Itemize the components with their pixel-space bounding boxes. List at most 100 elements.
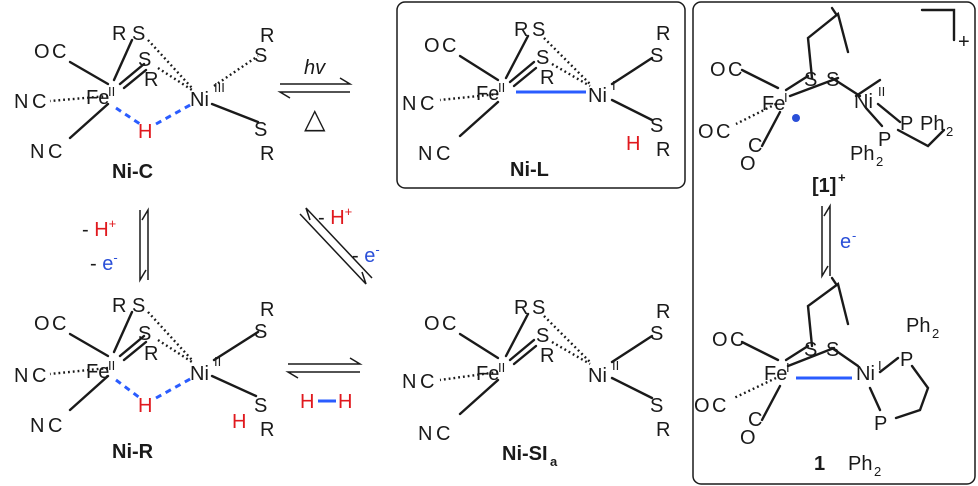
svg-text:O: O <box>710 59 726 81</box>
svg-text:O: O <box>712 329 728 351</box>
svg-text:2: 2 <box>932 326 939 341</box>
svg-text:P: P <box>900 113 913 135</box>
svg-text:R: R <box>656 139 670 161</box>
svg-text:O: O <box>34 313 50 335</box>
svg-text:C: C <box>442 313 456 335</box>
svg-text:R: R <box>656 419 670 441</box>
svg-text:II: II <box>612 358 619 373</box>
svg-text:N: N <box>418 423 432 445</box>
svg-text:N: N <box>14 91 28 113</box>
svg-text:III: III <box>214 80 225 95</box>
svg-text:Ni-L: Ni-L <box>510 159 549 181</box>
svg-text:[1]: [1] <box>812 175 836 197</box>
svg-text:C: C <box>716 121 730 143</box>
ni-l-box <box>396 1 686 189</box>
svg-text:C: C <box>52 41 66 63</box>
svg-text:N: N <box>30 415 44 437</box>
svg-text:R: R <box>112 295 126 317</box>
svg-text:e: e <box>840 231 851 253</box>
svg-text:S: S <box>804 69 817 91</box>
svg-text:S: S <box>826 69 839 91</box>
svg-text:Ph: Ph <box>906 315 930 337</box>
svg-text:P: P <box>874 413 887 435</box>
svg-text:S: S <box>254 45 267 67</box>
svg-text:Ph: Ph <box>920 113 944 135</box>
svg-text:O: O <box>694 395 710 417</box>
svg-text:O: O <box>34 41 50 63</box>
svg-text:S: S <box>132 23 145 45</box>
svg-text:C: C <box>436 423 450 445</box>
svg-text:I: I <box>612 78 616 93</box>
svg-text:2: 2 <box>874 464 881 479</box>
svg-text:H: H <box>338 391 352 413</box>
svg-text:Ni-SI: Ni-SI <box>502 443 548 465</box>
svg-text:R: R <box>144 343 158 365</box>
svg-text:+: + <box>838 170 846 185</box>
svg-text:H: H <box>232 411 246 433</box>
svg-text:O: O <box>698 121 714 143</box>
svg-text:N: N <box>418 143 432 165</box>
svg-text:R: R <box>656 301 670 323</box>
svg-text:- e-: - e- <box>352 242 380 267</box>
svg-text:N: N <box>14 365 28 387</box>
svg-text:R: R <box>514 297 528 319</box>
svg-text:S: S <box>650 395 663 417</box>
svg-text:Fe: Fe <box>764 363 787 385</box>
svg-text:O: O <box>740 153 756 175</box>
svg-text:C: C <box>48 141 62 163</box>
svg-text:Ni: Ni <box>854 91 873 113</box>
svg-text:O: O <box>424 313 440 335</box>
svg-text:R: R <box>260 299 274 321</box>
svg-text:+: + <box>958 31 970 53</box>
svg-text:Fe: Fe <box>476 83 499 105</box>
arrow-left-vertical: - H+ - e- <box>82 207 149 283</box>
svg-text:H: H <box>300 391 314 413</box>
svg-text:S: S <box>254 119 267 141</box>
svg-text:Ni: Ni <box>190 89 209 111</box>
svg-text:Fe: Fe <box>86 361 109 383</box>
svg-text:Ph: Ph <box>848 453 872 475</box>
svg-text:C: C <box>728 59 742 81</box>
svg-text:Ni-C: Ni-C <box>112 161 153 183</box>
svg-text:N: N <box>402 371 416 393</box>
svg-text:C: C <box>436 143 450 165</box>
svg-text:R: R <box>112 23 126 45</box>
svg-text:R: R <box>540 67 554 89</box>
svg-text:C: C <box>420 371 434 393</box>
svg-text:S: S <box>536 325 549 347</box>
svg-text:S: S <box>138 49 151 71</box>
arrow-diagonal: - H+ - e- <box>299 204 380 285</box>
svg-text:N: N <box>30 141 44 163</box>
svg-text:P: P <box>900 349 913 371</box>
svg-text:△: △ <box>304 103 326 134</box>
svg-text:I: I <box>784 90 788 105</box>
svg-text:S: S <box>804 339 817 361</box>
svg-text:II: II <box>214 354 221 369</box>
svg-text:- H+: - H+ <box>318 204 352 229</box>
svg-text:S: S <box>650 45 663 67</box>
svg-text:hv: hv <box>304 57 326 79</box>
svg-text:C: C <box>48 415 62 437</box>
arrow-h2: H H <box>285 357 363 413</box>
svg-text:C: C <box>420 93 434 115</box>
svg-text:a: a <box>550 454 558 469</box>
svg-text:S: S <box>650 323 663 345</box>
svg-text:II: II <box>498 360 505 375</box>
svg-text:R: R <box>540 345 554 367</box>
svg-text:1: 1 <box>814 453 825 475</box>
svg-text:S: S <box>138 323 151 345</box>
svg-text:I: I <box>786 360 790 375</box>
svg-text:Ni: Ni <box>190 363 209 385</box>
svg-text:2: 2 <box>876 154 883 169</box>
svg-text:R: R <box>656 23 670 45</box>
svg-text:Ni-R: Ni-R <box>112 441 154 463</box>
arrow-right-vertical: e - <box>821 203 856 279</box>
svg-text:R: R <box>514 19 528 41</box>
svg-text:Fe: Fe <box>762 93 785 115</box>
svg-text:R: R <box>260 419 274 441</box>
svg-text:H: H <box>626 133 640 155</box>
svg-text:Ni: Ni <box>856 363 875 385</box>
